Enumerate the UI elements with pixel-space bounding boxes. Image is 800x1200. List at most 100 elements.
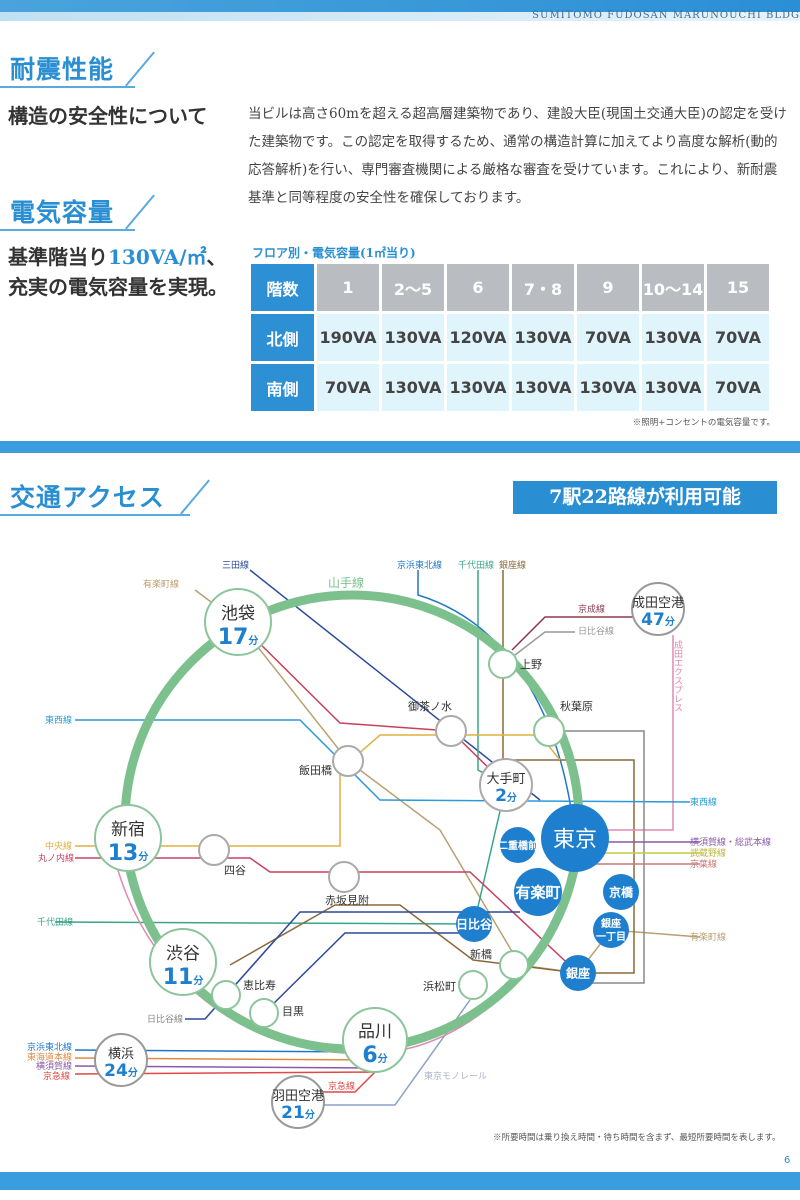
station-marker [458,970,488,1000]
value-cell: 130VA [642,364,704,411]
floor-cell: 15 [707,264,769,311]
value-cell: 130VA [382,364,444,411]
station-name: 東京 [553,827,597,852]
access-title: 交通アクセス [10,483,165,512]
station-name: 銀座 [565,966,590,981]
station-name: 目黒 [282,1005,304,1018]
station-marker [211,980,241,1010]
station-name: 浜松町 [423,979,456,993]
lead-text: 基準階当り [8,245,108,269]
title-underline [0,229,135,231]
station-hibiya: 日比谷 [456,906,493,942]
seismic-title: 耐震性能 [10,55,115,84]
station-marker [204,588,272,656]
line-label-keiyo: 京葉線 [690,858,717,870]
lead-line2: 充実の電気容量を実現。 [8,275,228,299]
station-marker [541,804,609,872]
floor-cell: 6 [447,264,509,311]
station-akasakamitsuke: 赤坂見附 [325,861,369,907]
station-marker [328,861,360,893]
header-label: 階数 [251,264,314,311]
station-name: 飯田橋 [299,763,332,777]
station-name: 大手町 [486,772,525,787]
access-badge: 7駅22路線が利用可能 [513,481,777,514]
floor-cell: 7・8 [512,264,574,311]
line-label-ginza: 銀座線 [499,559,526,571]
time-unit: 分 [507,791,517,804]
station-shimbashi: 新橋 [470,947,529,980]
table-row: 南側 70VA 130VA 130VA 130VA 130VA 130VA 70… [251,364,769,411]
lead-text: 、 [206,245,227,269]
seismic-subtitle: 構造の安全性について [8,104,208,128]
hibiya-line [514,631,575,656]
value-cell: 130VA [512,314,574,361]
page-number: 6 [784,1155,791,1166]
sobu-line [549,730,645,984]
travel-time: 11分 [163,965,204,990]
station-marker [198,834,230,866]
electric-capacity-table: 階数 1 2〜5 6 7・8 9 10〜14 15 北側 190VA 130VA… [248,261,772,414]
time-value: 17 [218,625,249,650]
station-yurakucho: 有楽町 [514,868,562,916]
travel-time: 47分 [641,610,675,630]
line-label-yamanote: 山手線 [328,575,364,590]
station-name: 成田空港 [632,596,684,611]
time-value: 13 [108,841,139,866]
tozai-line [75,719,691,803]
value-cell: 70VA [317,364,379,411]
floor-cell: 9 [577,264,639,311]
line-label-monorail: 東京モノレール [424,1070,487,1082]
bottom-band [0,1172,800,1190]
station-hamamatsucho: 浜松町 [423,970,488,1000]
floor-cell: 1 [317,264,379,311]
station-marker [435,715,467,747]
time-value: 11 [163,965,194,990]
value-cell: 120VA [447,314,509,361]
value-cell: 70VA [707,314,769,361]
access-footnote: ※所要時間は乗り換え時間・待ち時間を含まず、最短所要時間を表します。 [493,1133,781,1143]
table-row: 北側 190VA 130VA 120VA 130VA 70VA 130VA 70… [251,314,769,361]
station-tokyo: 東京 [541,804,609,872]
line-label-keihin-tohoku: 京浜東北線 [27,1041,72,1053]
time-unit: 分 [193,974,203,987]
station-name: 赤坂見附 [325,893,369,907]
floor-cell: 2〜5 [382,264,444,311]
seismic-body: 当ビルは高さ60mを超える超高層建築物であり、建設大臣(現国土交通大臣)の認定を… [248,106,787,206]
keikyu-line [74,1071,377,1093]
station-yotsuya: 四谷 [198,834,246,877]
station-name: 新宿 [111,820,145,840]
station-marker [249,998,279,1028]
station-marker [94,1033,148,1087]
line-label-chiyoda: 千代田線 [458,559,494,571]
station-name: 日比谷 [456,917,493,932]
station-ueno: 上野 [488,649,542,679]
travel-time: 6分 [362,1043,387,1068]
time-value: 47 [641,610,665,630]
travel-time: 17分 [218,625,259,650]
value-cell: 130VA [642,314,704,361]
keisei-line [511,616,640,651]
station-name: 上野 [520,658,542,671]
value-cell: 130VA [382,314,444,361]
line-label-marunouchi: 丸ノ内線 [38,852,74,864]
line-label-keikyu: 京急線 [43,1070,70,1082]
station-kyobashi: 京橋 [603,874,639,910]
line-label-keisei: 京成線 [578,603,605,615]
station-name: 羽田空港 [272,1089,324,1104]
title-underline [0,514,190,516]
time-value: 2 [495,786,507,806]
table-caption: フロア別・電気容量(1㎡当り) [252,246,416,260]
station-marker [593,912,629,948]
row-label: 南側 [251,364,314,411]
station-marker [94,804,162,872]
electric-title: 電気容量 [10,198,115,227]
time-unit: 分 [248,634,258,647]
line-label-narita-express: 成田エクスプレス [672,639,683,712]
travel-time: 21分 [281,1103,315,1123]
line-label-tozai: 東西線 [690,796,717,808]
meguro-line [185,911,520,1020]
stations: 池袋17分新宿13分渋谷11分品川6分大手町2分横浜24分羽田空港21分成田空港… [94,582,685,1129]
